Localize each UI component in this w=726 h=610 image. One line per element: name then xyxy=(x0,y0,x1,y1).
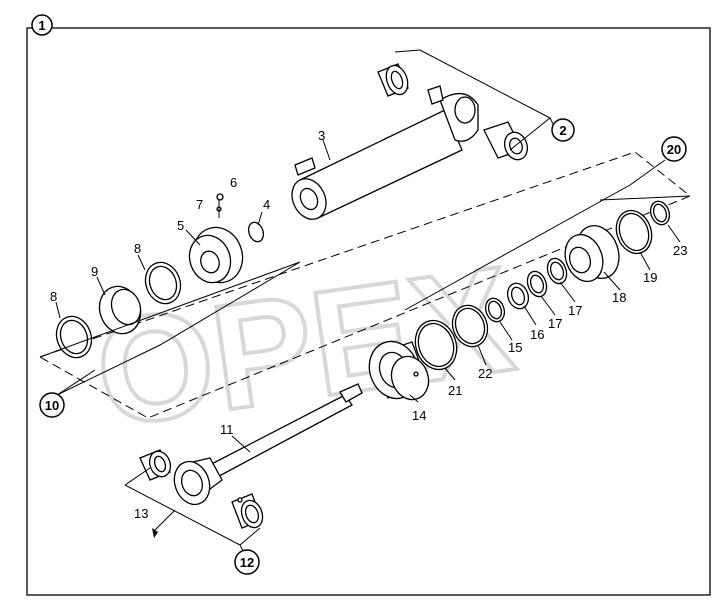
svg-text:10: 10 xyxy=(45,398,59,413)
svg-text:2: 2 xyxy=(559,123,566,138)
callout-8-left: 8 xyxy=(50,289,57,304)
callout-6: 6 xyxy=(230,175,237,190)
leader-10 xyxy=(39,261,301,396)
ring-8-right[interactable] xyxy=(140,257,186,308)
cylinder-head-14[interactable] xyxy=(362,335,435,406)
callout-2-badge[interactable]: 2 xyxy=(551,118,575,142)
ring-22[interactable] xyxy=(447,300,493,351)
callout-14: 14 xyxy=(412,408,426,423)
callout-16: 16 xyxy=(530,327,544,342)
rod-bushing-right[interactable] xyxy=(231,493,266,531)
piston-5[interactable] xyxy=(183,220,250,289)
callout-17-left: 17 xyxy=(548,316,562,331)
top-bushing-right[interactable] xyxy=(483,121,531,163)
oring-4[interactable] xyxy=(246,220,266,244)
ring-15[interactable] xyxy=(482,296,507,325)
frame-number-badge[interactable]: 1 xyxy=(31,14,53,36)
ring-23[interactable] xyxy=(647,199,672,228)
piston-rod-11[interactable] xyxy=(169,383,363,509)
gland-18[interactable] xyxy=(559,220,626,287)
screw-6-7[interactable] xyxy=(216,193,224,218)
callout-8-right: 8 xyxy=(134,241,141,256)
svg-text:20: 20 xyxy=(667,142,681,157)
callout-5: 5 xyxy=(177,218,184,233)
wear-ring-9[interactable] xyxy=(93,281,147,340)
rod-bushing-left[interactable] xyxy=(139,448,174,481)
cylinder-barrel[interactable] xyxy=(286,85,479,225)
callout-11: 11 xyxy=(220,422,234,437)
callout-21: 21 xyxy=(448,383,462,398)
leader-lines xyxy=(55,139,681,453)
ring-16[interactable] xyxy=(504,280,532,311)
ring-19[interactable] xyxy=(611,206,658,259)
svg-text:12: 12 xyxy=(240,555,254,570)
callout-19: 19 xyxy=(643,270,657,285)
ring-21[interactable] xyxy=(409,315,464,376)
callout-10-badge[interactable]: 10 xyxy=(39,392,65,418)
diagram-frame xyxy=(26,27,711,596)
callout-12-badge[interactable]: 12 xyxy=(234,549,260,575)
grease-nipple-13[interactable] xyxy=(152,528,158,538)
callout-18: 18 xyxy=(612,290,626,305)
callout-4: 4 xyxy=(263,197,270,212)
ring-17-left[interactable] xyxy=(524,269,550,300)
callout-9: 9 xyxy=(91,264,98,279)
leader-12 xyxy=(124,467,261,556)
callout-3: 3 xyxy=(318,128,325,143)
top-bushing-left[interactable] xyxy=(377,62,412,97)
callout-17-right: 17 xyxy=(568,303,582,318)
callout-15: 15 xyxy=(508,340,522,355)
leader-20 xyxy=(404,159,691,311)
callout-23: 23 xyxy=(673,243,687,258)
callout-13: 13 xyxy=(134,506,148,521)
svg-text:1: 1 xyxy=(38,18,45,33)
callout-22: 22 xyxy=(478,366,492,381)
callout-7: 7 xyxy=(196,197,203,212)
callout-20-badge[interactable]: 20 xyxy=(661,136,687,162)
ring-17-right[interactable] xyxy=(544,256,570,287)
